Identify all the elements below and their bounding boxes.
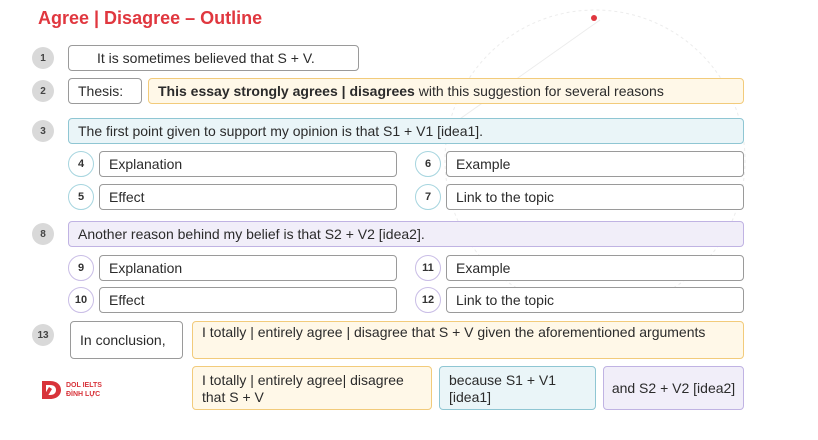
step-number-11: 11 [415, 255, 441, 281]
example-box-1: Example [446, 151, 744, 177]
step-number-4: 4 [68, 151, 94, 177]
conclusion-label-box: In conclusion, [70, 321, 183, 359]
thesis-bold-text: This essay strongly agrees | disagrees [158, 83, 415, 99]
thesis-rest-text: with this suggestion for several reasons [414, 83, 664, 99]
step-number-1: 1 [32, 47, 54, 69]
step-number-9: 9 [68, 255, 94, 281]
example-box-2: Example [446, 255, 744, 281]
second-point-box: Another reason behind my belief is that … [68, 221, 744, 247]
effect-box-1: Effect [99, 184, 397, 210]
step-number-7: 7 [415, 184, 441, 210]
thesis-label-box: Thesis: [68, 78, 142, 104]
link-topic-box-1: Link to the topic [446, 184, 744, 210]
step-number-5: 5 [68, 184, 94, 210]
step-number-3: 3 [32, 120, 54, 142]
conclusion-statement-box: I totally | entirely agree | disagree th… [192, 321, 744, 359]
conclusion-idea2-box: and S2 + V2 [idea2] [603, 366, 744, 410]
thesis-statement-box: This essay strongly agrees | disagrees w… [148, 78, 744, 104]
first-point-box: The first point given to support my opin… [68, 118, 744, 144]
effect-box-2: Effect [99, 287, 397, 313]
conclusion-restate-box: I totally | entirely agree| disagree tha… [192, 366, 432, 410]
explanation-box-2: Explanation [99, 255, 397, 281]
step-number-13: 13 [32, 324, 54, 346]
step-number-10: 10 [68, 287, 94, 313]
step-number-12: 12 [415, 287, 441, 313]
page-title: Agree | Disagree – Outline [38, 8, 263, 28]
logo-line-1: DOL IELTS [66, 382, 102, 389]
step-number-6: 6 [415, 151, 441, 177]
intro-sentence-box: It is sometimes believed that S + V. [68, 45, 359, 71]
dol-ielts-logo: DOL IELTS ĐÌNH LỰC [40, 379, 102, 401]
explanation-box-1: Explanation [99, 151, 397, 177]
logo-line-2: ĐÌNH LỰC [66, 391, 101, 398]
step-number-8: 8 [32, 223, 54, 245]
link-topic-box-2: Link to the topic [446, 287, 744, 313]
conclusion-idea1-box: because S1 + V1 [idea1] [439, 366, 596, 410]
dol-logo-icon [42, 381, 61, 399]
step-number-2: 2 [32, 80, 54, 102]
